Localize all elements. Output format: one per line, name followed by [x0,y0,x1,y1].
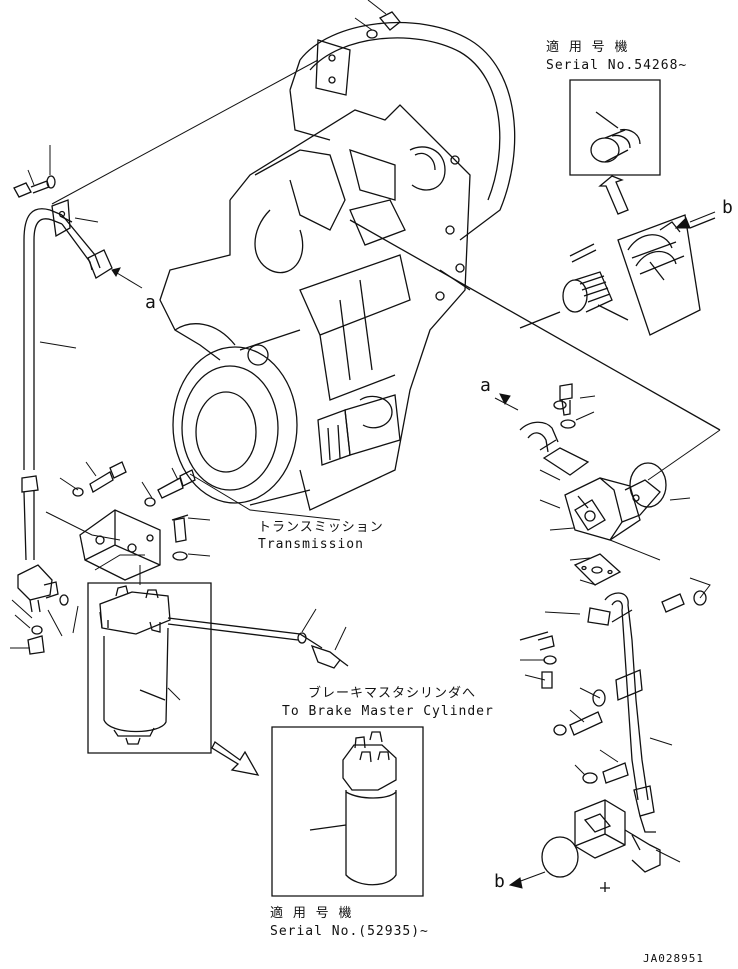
transmission-housing [160,23,515,510]
brake-label-en: To Brake Master Cylinder [282,704,494,719]
callout-b-bottom: b [494,871,506,892]
strainer-parts [350,215,720,430]
leader-lines [10,0,720,862]
inset-top-title: 適 用 号 機 [546,40,629,55]
callout-a-left: a [145,292,157,313]
inset-bottom-title: 適 用 号 機 [270,906,353,921]
inset-strainer-new [570,80,660,214]
drawing-number: JA028951 [643,952,704,965]
filter-assembly [18,462,348,775]
transmission-label-en: Transmission [258,537,364,552]
inset-top-serial: Serial No.54268~ [546,58,688,73]
inset-filter-new [272,727,423,896]
inset-bottom-serial: Serial No.(52935)~ [270,924,429,939]
transmission-label-jp: トランスミッション [258,520,384,535]
brake-label-jp: ブレーキマスタシリンダへ [308,686,477,701]
callout-b-top: b [722,197,734,218]
callout-arrows [112,212,715,888]
pump-assembly [520,384,706,892]
upper-hose-assembly [14,176,112,560]
callout-a-right: a [480,375,492,396]
